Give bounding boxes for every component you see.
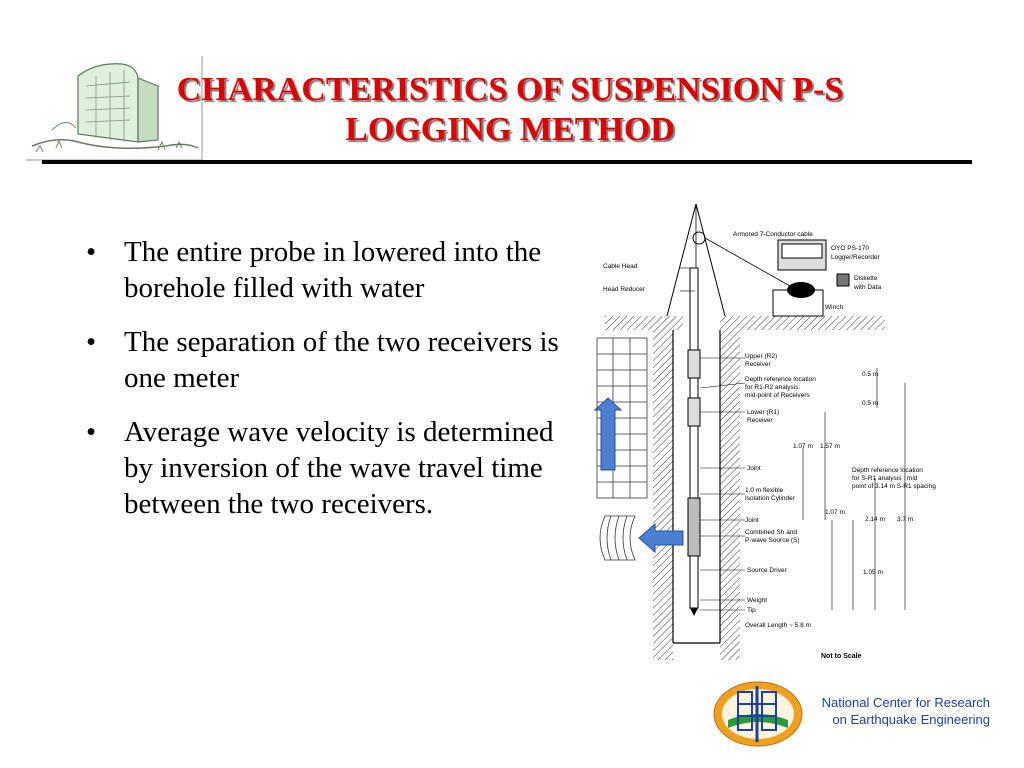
organization-name: National Center for Research on Earthqua… bbox=[800, 694, 990, 728]
label-not-to-scale: Not to Scale bbox=[821, 653, 862, 660]
label-isolation-1: 1.0 m flexible bbox=[745, 487, 784, 494]
label-depth-ref-2: for R1-R2 analysis: bbox=[745, 384, 800, 391]
dim-1.05m: 1.05 m bbox=[863, 569, 883, 576]
label-diskette-2: with Data bbox=[853, 284, 881, 291]
label-depth-sr1-3: point of 3.14 m S-R1 spacing bbox=[852, 483, 936, 490]
bullet-marker: • bbox=[86, 416, 97, 448]
diskette-icon bbox=[836, 273, 850, 287]
label-upper-r2-1: Upper (R2) bbox=[745, 353, 777, 360]
label-source-1: Combined Sh and bbox=[745, 529, 797, 536]
bullet-text: The separation of the two receivers is o… bbox=[124, 326, 559, 394]
borehole-wall-left bbox=[653, 330, 673, 660]
probe-body bbox=[689, 267, 699, 609]
label-depth-sr1-1: Depth reference location bbox=[852, 467, 923, 474]
ground-right bbox=[720, 316, 885, 330]
slide-title: CHARACTERISTICS OF SUSPENSION P-S LOGGIN… bbox=[120, 70, 900, 150]
label-weight: Weight bbox=[747, 597, 767, 604]
organization-line-1: National Center for Research bbox=[821, 695, 990, 710]
bullet-marker: • bbox=[86, 236, 97, 268]
ground-left bbox=[605, 316, 683, 330]
dim-2.14m: 2.14 m bbox=[865, 516, 885, 523]
upper-receiver bbox=[687, 349, 701, 379]
dim-0.5m-lower: 0.5 m bbox=[862, 400, 878, 407]
label-armored-cable: Armored 7-Conductor cable bbox=[733, 231, 813, 238]
organization-line-2: on Earthquake Engineering bbox=[832, 712, 990, 727]
label-logger-2: Logger/Recorder bbox=[831, 254, 881, 261]
borehole-wall-right bbox=[720, 330, 740, 660]
label-logger-1: OYO PS-170 bbox=[831, 245, 869, 252]
curved-wave-front bbox=[599, 515, 636, 561]
label-depth-ref-1: Depth reference location bbox=[745, 376, 816, 383]
label-head-reducer: Head Reducer bbox=[603, 286, 646, 293]
dim-3.7m: 3.7 m bbox=[897, 516, 913, 523]
title-underline bbox=[42, 160, 972, 164]
bullet-marker: • bbox=[86, 326, 97, 358]
field-tent-sketch bbox=[26, 56, 206, 162]
label-joint-1: Joint bbox=[747, 465, 761, 472]
dim-1.07m-a: 1.07 m bbox=[793, 443, 813, 450]
bullet-item: • Average wave velocity is determined by… bbox=[86, 414, 566, 522]
bullet-item: • The separation of the two receivers is… bbox=[86, 324, 566, 396]
label-diskette-1: Diskette bbox=[854, 275, 878, 282]
bullet-item: • The entire probe in lowered into the b… bbox=[86, 234, 566, 306]
label-depth-ref-3: mid-point of Receivers bbox=[745, 392, 810, 399]
source-module bbox=[687, 497, 701, 557]
title-line-1: CHARACTERISTICS OF SUSPENSION P-S bbox=[176, 71, 844, 108]
label-isolation-2: Isolation Cylinder bbox=[745, 495, 796, 502]
label-source-2: P-wave Source (S) bbox=[745, 537, 800, 544]
title-line-2: LOGGING METHOD bbox=[345, 111, 675, 148]
bullet-list: • The entire probe in lowered into the b… bbox=[86, 234, 566, 540]
dim-0.5m-upper: 0.5 m bbox=[862, 371, 878, 378]
label-lower-r1-2: Receiver bbox=[747, 417, 773, 424]
sheave-wheel bbox=[692, 231, 706, 245]
label-winch: Winch bbox=[825, 304, 843, 311]
bullet-text: The entire probe in lowered into the bor… bbox=[124, 236, 542, 304]
bullet-text: Average wave velocity is determined by i… bbox=[124, 416, 554, 520]
label-lower-r1-1: Lower (R1) bbox=[747, 409, 779, 416]
lower-receiver bbox=[687, 397, 701, 427]
ncree-logo bbox=[713, 681, 803, 747]
dim-1.07m-b: 1.07 m bbox=[825, 509, 845, 516]
label-joint-2: Joint bbox=[745, 517, 759, 524]
label-tip: Tip bbox=[747, 607, 756, 614]
label-upper-r2-2: Receiver bbox=[745, 361, 771, 368]
dim-1.57m: 1.57 m bbox=[820, 443, 840, 450]
label-cable-head: Cable Head bbox=[603, 263, 638, 270]
leftward-arrow bbox=[638, 522, 684, 554]
label-overall-length: Overall Length ~ 5.8 m bbox=[745, 622, 811, 629]
winch-drum bbox=[787, 282, 815, 298]
suspension-logging-diagram: Armored 7-Conductor cable OYO PS-170 Log… bbox=[593, 203, 936, 660]
label-depth-sr1-2: for S-R1 analysis : mid bbox=[852, 475, 918, 482]
upward-arrow bbox=[593, 397, 623, 471]
label-source-driver: Source Driver bbox=[747, 567, 788, 574]
